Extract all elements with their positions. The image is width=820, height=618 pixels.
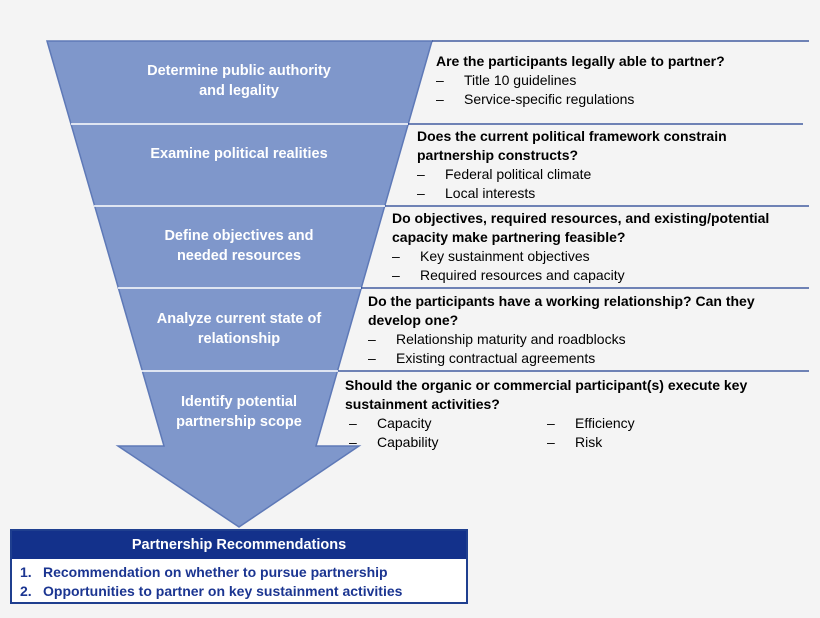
question-block: Do the participants have a working relat… — [368, 292, 778, 367]
list-item: 2. Opportunities to partner on key sustai… — [20, 582, 466, 601]
dash-icon: – — [349, 415, 357, 431]
stage-label: Determine public authority and legality — [147, 63, 331, 99]
criteria-text: Local interests — [445, 184, 536, 201]
question-title: Do objectives, required resources, and e… — [392, 210, 770, 245]
question-block: Do objectives, required resources, and e… — [392, 209, 807, 284]
list-item: – Federal political climate — [417, 165, 777, 184]
criteria-text: Relationship maturity and roadblocks — [396, 331, 626, 347]
stage-label: Examine political realities — [150, 146, 328, 162]
criteria-text: Risk — [575, 433, 603, 450]
question-block: Are the participants legally able to par… — [436, 52, 806, 108]
criteria-text: Service-specific regulations — [464, 90, 635, 107]
list-item: – Title 10 guidelines — [436, 71, 806, 90]
recommendation-text: Recommendation on whether to pursue part… — [43, 564, 388, 580]
criteria-text: Existing contractual agreements — [396, 349, 596, 366]
recommendations-list: 1. Recommendation on whether to pursue pa… — [12, 563, 466, 601]
dash-icon: – — [436, 90, 444, 107]
list-item: – Service-specific regulations — [436, 90, 806, 109]
dash-icon: – — [392, 266, 400, 283]
criteria-list: – Relationship maturity and roadblocks – E… — [368, 330, 778, 367]
question-block: Does the current political framework con… — [417, 127, 777, 202]
criteria-text: Capability — [377, 433, 439, 450]
dash-icon: – — [547, 433, 555, 450]
criteria-list: – Title 10 guidelines – Service-specific r… — [436, 71, 806, 108]
criteria-text: Capacity — [377, 415, 432, 431]
list-item: – Existing contractual agreements — [368, 349, 778, 368]
dash-icon: – — [349, 433, 357, 450]
criteria-text: Federal political climate — [445, 166, 592, 182]
criteria-list: – Federal political climate – Local intere… — [417, 165, 777, 202]
dash-icon: – — [368, 331, 376, 347]
question-title: Does the current political framework con… — [417, 128, 727, 163]
list-item: – Risk — [547, 433, 745, 452]
list-item: – Capability — [349, 433, 547, 452]
question-title: Are the participants legally able to par… — [436, 53, 725, 69]
list-item: – Efficiency — [547, 414, 745, 433]
stage-label: Define objectives and needed resources — [164, 228, 314, 264]
criteria-list: – Capacity – Capability — [345, 414, 547, 451]
list-item: – Capacity — [349, 414, 547, 433]
dash-icon: – — [547, 415, 555, 431]
criteria-text: Title 10 guidelines — [464, 72, 577, 88]
recommendations-title: Partnership Recommendations — [12, 531, 466, 559]
recommendations-box: Partnership Recommendations 1. Recommenda… — [10, 529, 468, 604]
item-number: 2. — [20, 583, 32, 599]
question-block: Should the organic or commercial partici… — [345, 376, 785, 451]
list-item: – Required resources and capacity — [392, 266, 807, 285]
question-title: Do the participants have a working relat… — [368, 293, 755, 328]
criteria-text: Efficiency — [575, 415, 635, 431]
dash-icon: – — [368, 349, 376, 366]
funnel-shape — [46, 40, 433, 528]
criteria-list: – Key sustainment objectives – Required re… — [392, 247, 807, 284]
item-number: 1. — [20, 564, 32, 580]
funnel-diagram — [46, 40, 809, 528]
recommendation-text: Opportunities to partner on key sustainm… — [43, 583, 403, 599]
criteria-list: – Efficiency – Risk — [547, 414, 745, 451]
stage-label: Identify potential partnership scope — [176, 394, 302, 430]
dash-icon: – — [436, 72, 444, 88]
criteria-columns: – Capacity – Capability – Efficiency – Risk — [345, 414, 785, 451]
list-item: – Relationship maturity and roadblocks — [368, 330, 778, 349]
list-item: – Key sustainment objectives — [392, 247, 807, 266]
list-item: 1. Recommendation on whether to pursue pa… — [20, 563, 466, 582]
dash-icon: – — [417, 166, 425, 182]
criteria-text: Key sustainment objectives — [420, 248, 590, 264]
dash-icon: – — [417, 184, 425, 201]
criteria-text: Required resources and capacity — [420, 266, 625, 283]
dash-icon: – — [392, 248, 400, 264]
stage-label: Analyze current state of relationship — [156, 311, 322, 347]
question-title: Should the organic or commercial partici… — [345, 377, 748, 412]
list-item: – Local interests — [417, 184, 777, 203]
